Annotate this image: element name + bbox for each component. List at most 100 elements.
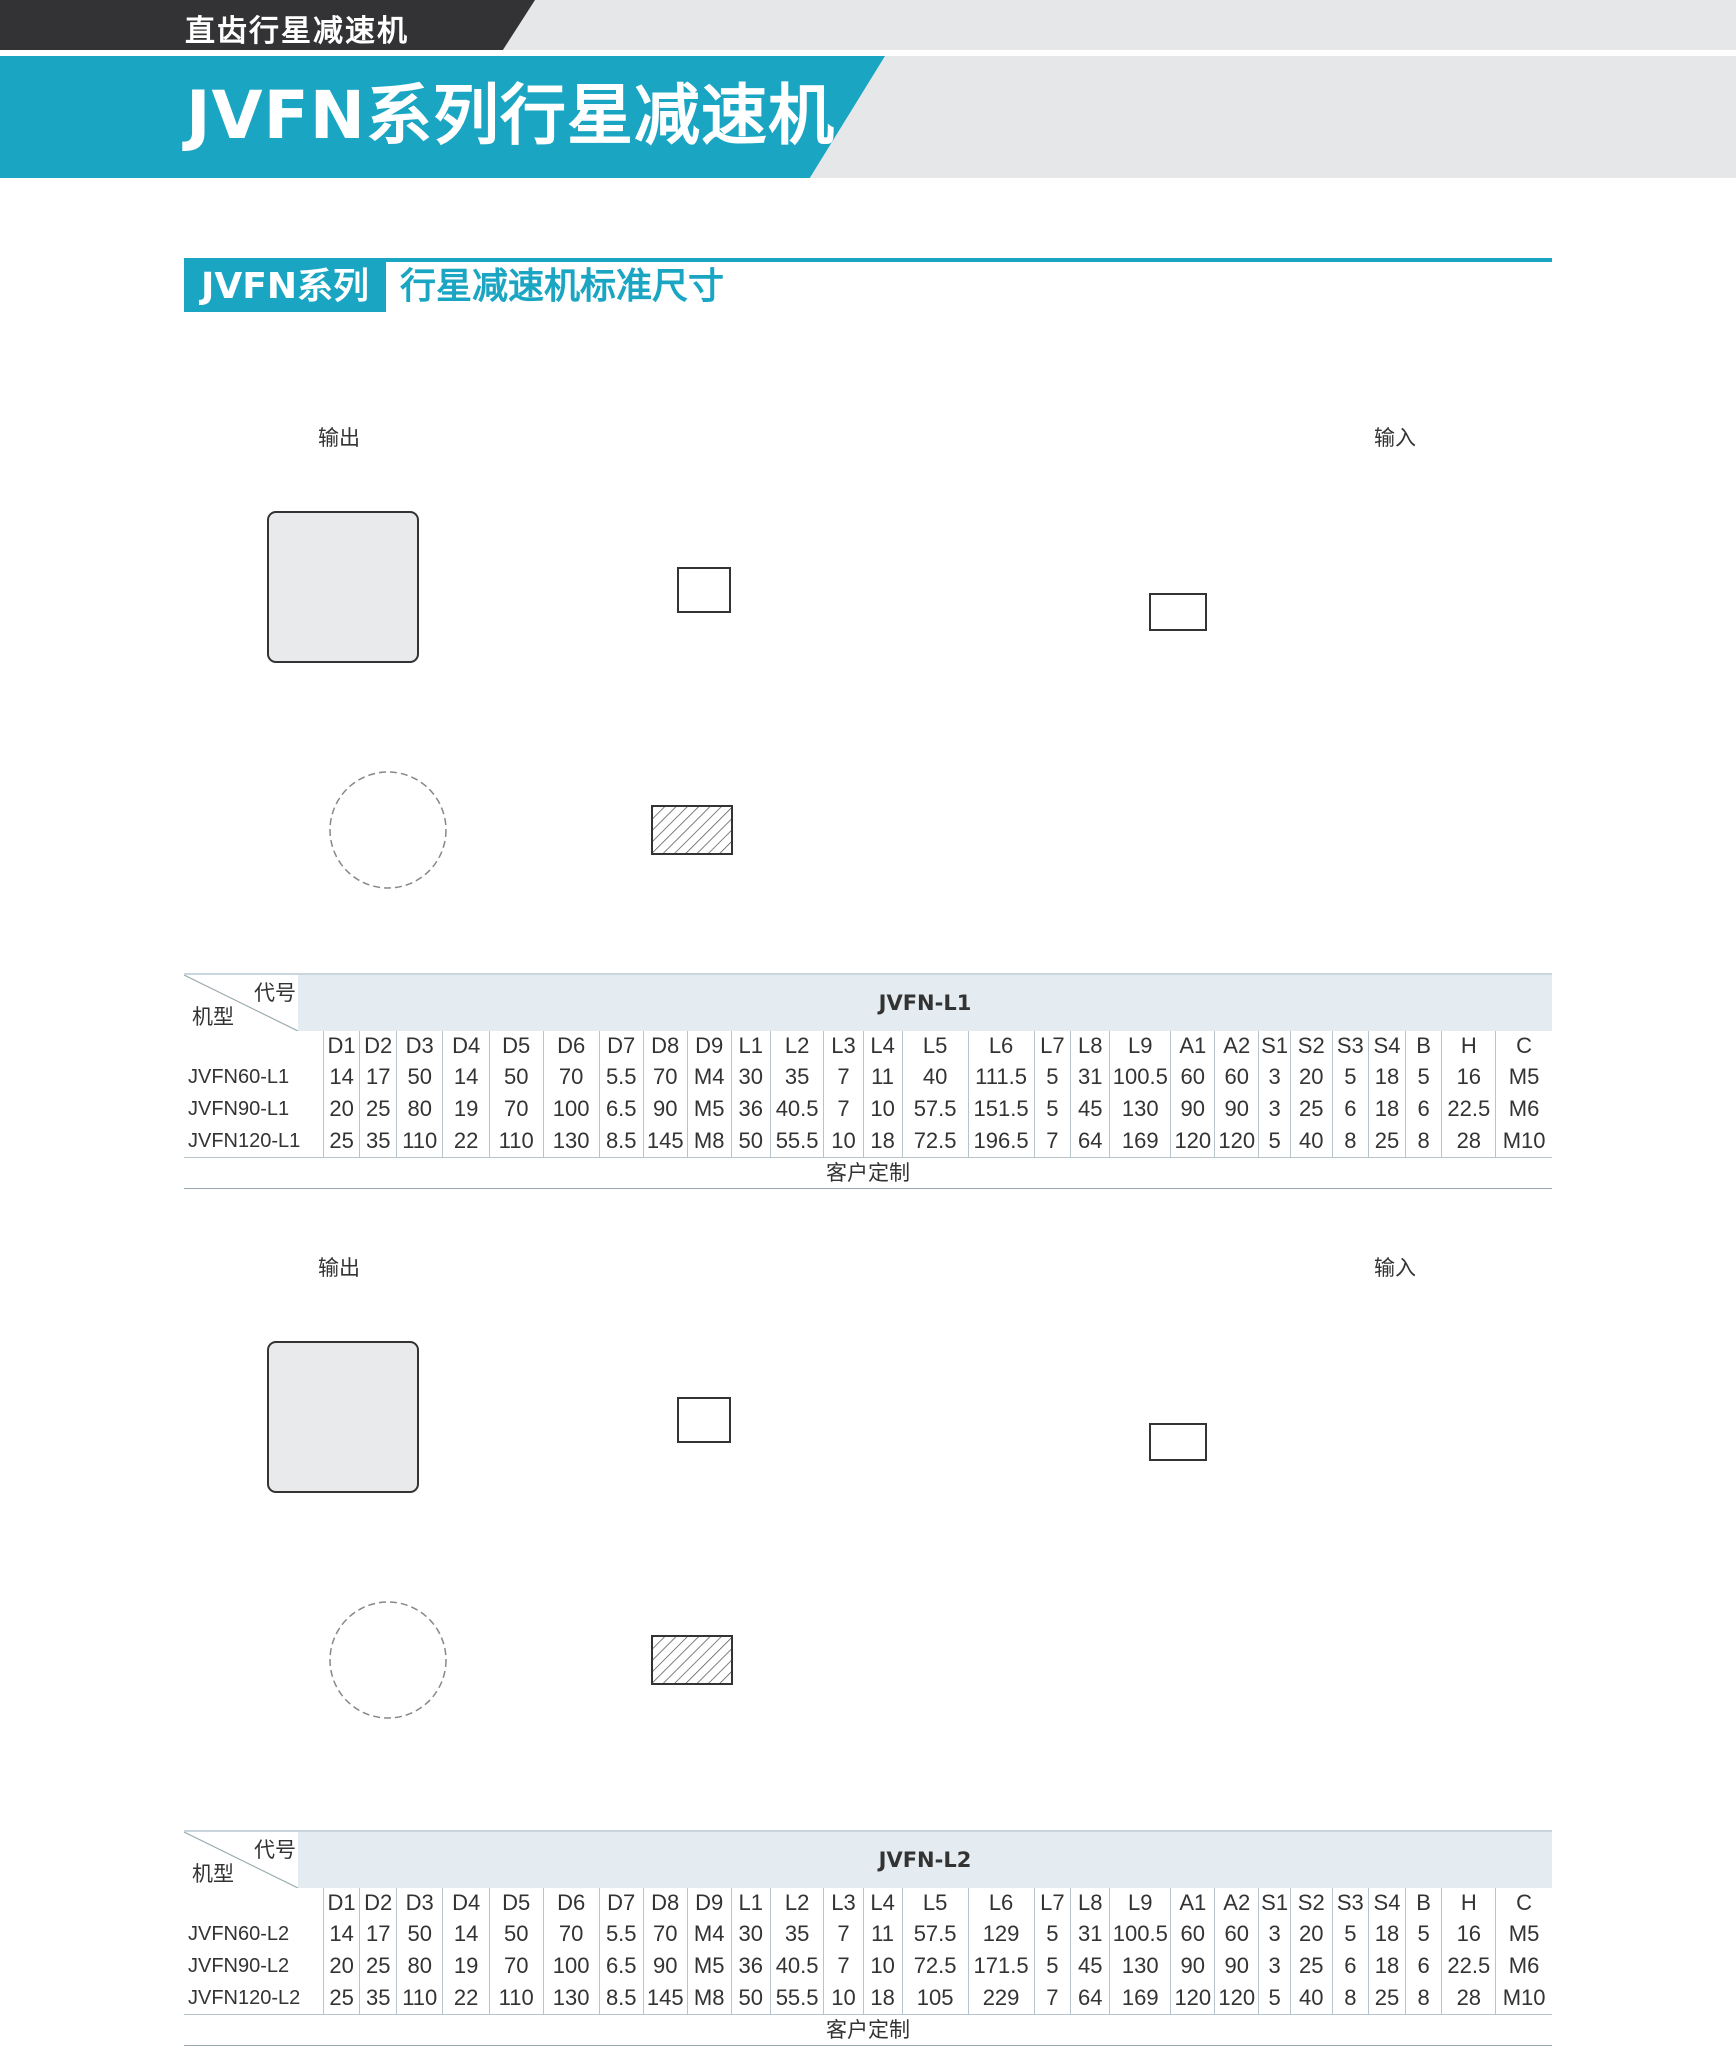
category-title: 直齿行星减速机 (185, 14, 409, 49)
value-cell: M10 (1495, 1125, 1552, 1158)
value-cell: 50 (396, 1918, 443, 1950)
value-cell: 25 (1290, 1093, 1333, 1125)
value-cell: M6 (1495, 1950, 1552, 1982)
value-cell: 229 (967, 1982, 1035, 2015)
value-cell: 3 (1258, 1093, 1291, 1125)
column-header: L8 (1070, 1031, 1110, 1061)
value-cell: 7 (823, 1093, 864, 1125)
value-cell: 110 (488, 1982, 544, 2015)
section-tag: JVFN系列 (184, 262, 386, 312)
value-cell: 18 (862, 1982, 903, 2015)
value-cell: 19 (442, 1093, 490, 1125)
model-cell: JVFN120-L1 (184, 1125, 324, 1158)
value-cell: 8.5 (598, 1125, 644, 1158)
value-cell: 5 (1033, 1093, 1071, 1125)
value-cell: 6 (1331, 1950, 1369, 1982)
value-cell: 5 (1258, 1982, 1291, 2015)
output-view: 输出 ØD6 □A1 4-ØD7 (267, 427, 419, 663)
column-header: D5 (488, 1031, 544, 1061)
value-cell: 36 (730, 1950, 771, 1982)
value-cell: 90 (1170, 1950, 1215, 1982)
value-cell: 90 (642, 1093, 688, 1125)
value-cell: 72.5 (901, 1950, 969, 1982)
column-header: L3 (823, 1031, 864, 1061)
value-cell: 8 (1404, 1982, 1442, 2015)
value-cell: 40 (1290, 1982, 1333, 2015)
corner-model-label: 机型 (192, 1005, 234, 1029)
value-cell: 18 (862, 1125, 903, 1158)
value-cell: 30 (730, 1061, 771, 1093)
table-header: 代号 机型 JVFN-L2 (184, 1830, 1552, 1888)
value-cell: 169 (1109, 1125, 1171, 1158)
column-header: D1 (322, 1888, 360, 1918)
value-cell: 35 (769, 1061, 824, 1093)
column-header: S3 (1331, 1031, 1369, 1061)
value-cell: 18 (1368, 1918, 1406, 1950)
value-cell: 45 (1070, 1950, 1110, 1982)
value-cell: 57.5 (901, 1918, 969, 1950)
value-cell: 7 (1033, 1982, 1071, 2015)
value-cell: 19 (442, 1950, 490, 1982)
column-header: B (1404, 1031, 1442, 1061)
value-cell: 14 (322, 1918, 360, 1950)
column-header: A2 (1214, 1888, 1259, 1918)
series-title: JVFN-L1 (298, 975, 1552, 1031)
value-cell: M5 (686, 1093, 732, 1125)
corner-model-label: 机型 (192, 1862, 234, 1886)
dim-label-input: 输入 (1374, 1257, 1416, 1280)
value-cell: 60 (1214, 1061, 1259, 1093)
table-footer-note: 客户定制 (184, 2015, 1552, 2046)
column-header: D5 (488, 1888, 544, 1918)
column-header: L1 (730, 1031, 771, 1061)
value-cell: 16 (1441, 1061, 1496, 1093)
value-cell: 18 (1368, 1950, 1406, 1982)
value-cell: 169 (1109, 1982, 1171, 2015)
value-cell: 6 (1404, 1093, 1442, 1125)
value-cell: 8.5 (598, 1982, 644, 2015)
value-cell: 50 (488, 1918, 544, 1950)
value-cell: 60 (1170, 1918, 1215, 1950)
section-title: 行星减速机标准尺寸 (400, 266, 725, 307)
value-cell: 50 (488, 1061, 544, 1093)
value-cell: 40.5 (769, 1950, 824, 1982)
column-header: D6 (542, 1888, 600, 1918)
value-cell: 60 (1170, 1061, 1215, 1093)
column-header: C (1495, 1888, 1552, 1918)
model-cell: JVFN60-L1 (188, 1065, 290, 1088)
value-cell: 7 (823, 1918, 864, 1950)
column-header: D7 (598, 1031, 644, 1061)
value-cell: 129 (967, 1918, 1035, 1950)
value-cell: 7 (823, 1950, 864, 1982)
value-cell: 31 (1070, 1061, 1110, 1093)
column-header: D3 (396, 1031, 443, 1061)
column-header: L8 (1070, 1888, 1110, 1918)
value-cell: 5 (1033, 1061, 1071, 1093)
value-cell: 110 (488, 1125, 544, 1158)
value-cell: 8 (1331, 1125, 1369, 1158)
value-cell: 50 (730, 1982, 771, 2015)
value-cell: 72.5 (901, 1125, 969, 1158)
output-shaft-view: B H (329, 771, 447, 889)
value-cell: 31 (1070, 1918, 1110, 1950)
value-cell: 5 (1033, 1918, 1071, 1950)
value-cell: 130 (542, 1125, 600, 1158)
value-cell: M8 (686, 1982, 732, 2015)
value-cell: 25 (322, 1125, 360, 1158)
value-cell: 3 (1258, 1918, 1291, 1950)
value-cell: 20 (1290, 1918, 1333, 1950)
value-cell: 5.5 (598, 1918, 644, 1950)
value-cell: 6 (1331, 1093, 1369, 1125)
value-cell: 105 (901, 1982, 969, 2015)
value-cell: 8 (1331, 1982, 1369, 2015)
value-cell: 64 (1070, 1125, 1110, 1158)
column-header: D1 (322, 1031, 360, 1061)
category-tab (0, 0, 535, 50)
column-header: L9 (1109, 1888, 1171, 1918)
keyway-detail: S1 S2 C S3 S4 (651, 805, 733, 855)
value-cell: 90 (1214, 1950, 1259, 1982)
value-cell: 90 (1214, 1093, 1259, 1125)
